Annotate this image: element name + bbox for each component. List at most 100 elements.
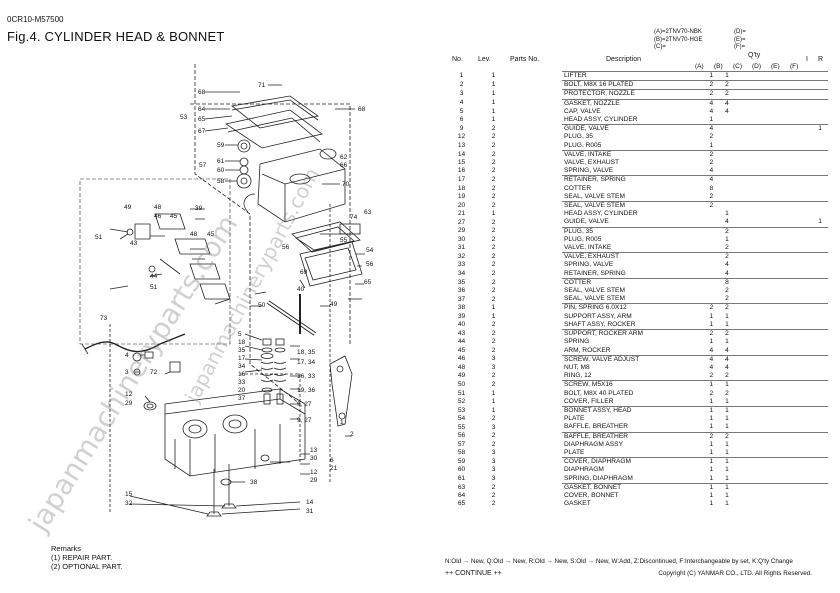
- qty-f-cell: [781, 475, 797, 484]
- header-col-d: (D): [752, 63, 762, 70]
- part-number-cell: 54: [457, 415, 466, 423]
- parts-no-cell: [510, 347, 562, 356]
- callout-17: 17: [238, 355, 246, 362]
- part-number-cell: 13: [457, 141, 466, 149]
- r-cell: 1: [812, 124, 828, 134]
- header-col-c: (C): [733, 63, 743, 70]
- qty-d-cell: [750, 226, 766, 236]
- header-parts-no: Parts No.: [510, 56, 540, 63]
- part-number-cell: 52: [457, 397, 466, 405]
- qty-b-cell: 2: [719, 80, 735, 90]
- i-cell: [796, 175, 813, 185]
- qty-b-cell: 1: [725, 491, 729, 499]
- qty-e-cell: [766, 475, 782, 484]
- parts-no-cell: [510, 321, 562, 330]
- level-cell: 3: [491, 474, 496, 482]
- qty-b-cell: 1: [725, 440, 729, 448]
- r-cell: [812, 321, 828, 330]
- qty-e-cell: [766, 313, 782, 321]
- part-number-cell: 15: [457, 159, 466, 167]
- qty-a-cell: 2: [703, 329, 720, 339]
- qty-b-cell: 1: [725, 312, 729, 320]
- part-number-cell: 20: [457, 201, 466, 209]
- qty-e-cell: [765, 201, 782, 211]
- callout-45: 45: [170, 213, 178, 220]
- i-cell: [797, 398, 813, 407]
- parts-no-cell: [510, 406, 562, 415]
- level-cell: 1: [491, 406, 496, 414]
- qty-f-cell: [781, 482, 797, 492]
- qty-c-cell: [735, 423, 751, 432]
- parts-no-cell: [510, 142, 562, 151]
- qty-f-cell: [781, 193, 797, 202]
- qty-f-cell: [781, 159, 797, 167]
- parts-no-cell: [510, 415, 562, 423]
- i-cell: [797, 116, 813, 125]
- callout-45-b: 45: [207, 231, 215, 238]
- callout-29-b: 29: [310, 477, 318, 484]
- qty-c-cell: [734, 70, 751, 81]
- qty-f-cell: [781, 364, 797, 372]
- qty-e-cell: [765, 329, 782, 339]
- r-cell: [812, 431, 828, 441]
- description-cell: PLUG, 35: [563, 133, 593, 141]
- description-cell: COTTER: [563, 184, 592, 192]
- qty-d-cell: [750, 492, 766, 500]
- parts-no-cell: [510, 483, 562, 492]
- r-cell: [812, 405, 828, 416]
- r-cell: [812, 175, 828, 185]
- i-cell: [797, 466, 813, 474]
- parts-no-cell: [510, 167, 562, 176]
- model-note-a: (A)=2TNV70-NBK: [654, 29, 702, 35]
- parts-no-cell: [510, 390, 562, 398]
- qty-b-cell: 1: [725, 474, 729, 482]
- qty-f-cell: [781, 449, 797, 458]
- continue-marker: ++ CONTINUE ++: [445, 570, 502, 577]
- part-number-cell: 16: [457, 167, 466, 175]
- r-cell: [812, 142, 828, 151]
- r-cell: [812, 347, 828, 356]
- r-cell: [812, 108, 828, 116]
- qty-a-cell: 4: [709, 346, 714, 354]
- qty-b-cell: 2: [719, 89, 735, 100]
- parts-no-cell: [510, 176, 562, 185]
- qty-d-cell: [750, 89, 766, 100]
- qty-b-cell: [719, 142, 735, 151]
- callout-21: 21: [330, 465, 338, 472]
- qty-f-cell: [781, 329, 797, 339]
- r-cell: [812, 159, 828, 167]
- callout-12: 12: [125, 391, 133, 398]
- header-description: Description: [606, 56, 642, 63]
- qty-e-cell: [766, 108, 782, 116]
- qty-e-cell: [765, 354, 782, 364]
- description-cell: SPRING, DIAPHRAGM: [563, 474, 633, 482]
- part-number-cell: 14: [457, 150, 466, 158]
- parts-no-cell: [510, 125, 562, 134]
- qty-c-cell: [735, 142, 751, 151]
- qty-d-cell: [750, 98, 766, 108]
- qty-b-cell: 2: [719, 252, 735, 262]
- parts-no-cell: [510, 72, 562, 81]
- callout-15: 15: [125, 491, 133, 498]
- level-cell: 1: [491, 397, 496, 405]
- qty-c-cell: [735, 364, 751, 372]
- r-cell: [812, 475, 828, 484]
- callout-72: 72: [150, 369, 158, 376]
- description-cell: BAFFLE, BREATHER: [563, 423, 628, 431]
- qty-d-cell: [750, 287, 766, 295]
- part-number-cell: 1: [459, 72, 464, 79]
- r-cell: [812, 415, 828, 423]
- qty-f-cell: [781, 175, 797, 185]
- qty-b-cell: 1: [725, 448, 729, 456]
- qty-c-cell: [735, 449, 751, 458]
- part-number-cell: 32: [457, 253, 466, 261]
- i-cell: [796, 149, 813, 160]
- level-cell: 3: [491, 355, 496, 363]
